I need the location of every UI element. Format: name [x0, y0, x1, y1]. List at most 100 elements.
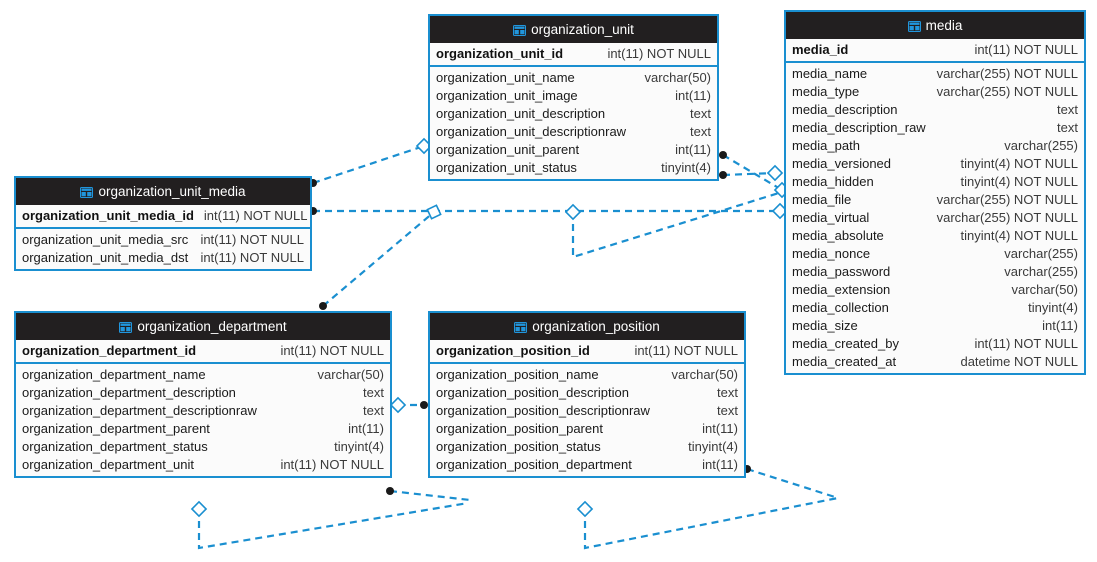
column-row[interactable]: media_virtual varchar(255) NOT NULL — [786, 209, 1084, 227]
table-header-organization_unit[interactable]: organization_unit — [430, 16, 717, 43]
column-type: varchar(255) NOT NULL — [936, 66, 1078, 81]
relationship-line[interactable] — [197, 501, 469, 550]
table-header-organization_unit_media[interactable]: organization_unit_media — [16, 178, 310, 205]
table-title: media — [925, 18, 963, 33]
column-name: organization_department_status — [22, 439, 208, 454]
column-name: organization_unit_descriptionraw — [436, 124, 627, 139]
column-type: int(11) — [675, 142, 711, 157]
column-name: media_extension — [792, 282, 891, 297]
relationship-line[interactable] — [722, 171, 776, 177]
column-type: tinyint(4) — [661, 160, 711, 175]
column-row[interactable]: media_created_at datetime NOT NULL — [786, 353, 1084, 371]
primary-key-row[interactable]: organization_unit_media_id int(11) NOT NU… — [16, 205, 310, 229]
column-type: varchar(255) NOT NULL — [936, 210, 1078, 225]
column-name: organization_position_name — [436, 367, 599, 382]
column-type: datetime NOT NULL — [960, 354, 1078, 369]
column-name: organization_unit_image — [436, 88, 578, 103]
column-name: media_file — [792, 192, 852, 207]
column-name: media_description — [792, 102, 898, 117]
column-type: varchar(50) — [644, 70, 711, 85]
column-name: media_password — [792, 264, 891, 279]
primary-key-type: int(11) NOT NULL — [974, 42, 1078, 57]
column-name: organization_unit_media_dst — [22, 250, 189, 265]
primary-key-type: int(11) NOT NULL — [203, 208, 308, 223]
column-name: media_virtual — [792, 210, 870, 225]
column-type: tinyint(4) — [688, 439, 738, 454]
column-row[interactable]: organization_unit_image int(11) — [430, 87, 717, 105]
column-name: organization_department_descriptionraw — [22, 403, 257, 418]
column-row[interactable]: media_file varchar(255) NOT NULL — [786, 191, 1084, 209]
column-name: organization_position_parent — [436, 421, 603, 436]
column-name: organization_department_description — [22, 385, 236, 400]
primary-key-name: organization_department_id — [22, 343, 197, 358]
primary-key-name: organization_unit_media_id — [22, 208, 194, 223]
relationship-line[interactable] — [312, 144, 425, 185]
column-type: text — [690, 106, 711, 121]
primary-key-name: organization_unit_id — [436, 46, 564, 61]
column-type: tinyint(4) — [1028, 300, 1078, 315]
relationship-line[interactable] — [322, 211, 435, 307]
relationship-line[interactable] — [746, 467, 839, 500]
column-name: organization_position_description — [436, 385, 629, 400]
relationship-endpoint-dot — [420, 401, 428, 409]
table-header-organization_department[interactable]: organization_department — [16, 313, 390, 340]
column-name: media_collection — [792, 300, 889, 315]
relationship-line[interactable] — [722, 154, 783, 191]
column-type: int(11) — [675, 88, 711, 103]
column-row[interactable]: organization_unit_name varchar(50) — [430, 69, 717, 87]
column-type: varchar(255) NOT NULL — [936, 192, 1078, 207]
relationship-endpoint-dot — [386, 487, 394, 495]
table-header-organization_position[interactable]: organization_position — [430, 313, 744, 340]
column-type: int(11) NOT NULL — [974, 336, 1078, 351]
column-name: media_created_at — [792, 354, 897, 369]
column-name: organization_unit_name — [436, 70, 575, 85]
relationship-line[interactable] — [389, 489, 471, 502]
relationship-endpoint-dot — [719, 171, 727, 179]
relationship-line[interactable] — [571, 190, 783, 259]
relationship-line[interactable] — [583, 496, 839, 550]
column-row[interactable]: media_collection tinyint(4) — [786, 299, 1084, 317]
table-header-media[interactable]: media — [786, 12, 1084, 39]
